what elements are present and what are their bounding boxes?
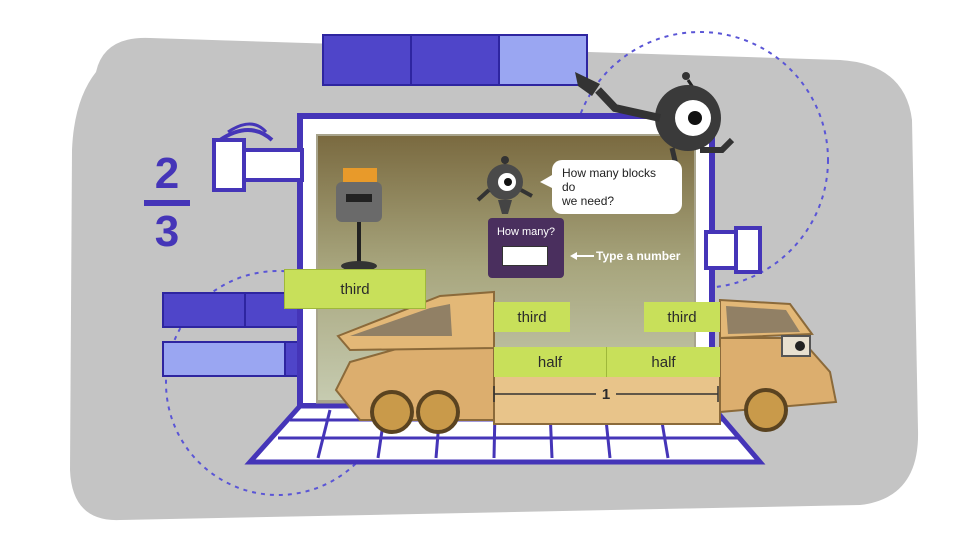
half-block-right[interactable]: half <box>607 347 720 377</box>
half-block-left[interactable]: half <box>494 347 607 377</box>
third-block-left[interactable]: third <box>494 302 570 332</box>
third-block-right[interactable]: third <box>644 302 720 332</box>
plug-icon <box>704 226 762 274</box>
robot-pointer-icon <box>575 72 735 166</box>
top-block-2 <box>410 34 500 86</box>
speech-bubble-line2: we need? <box>562 194 615 208</box>
type-number-hint: Type a number <box>596 249 681 263</box>
top-block-1 <box>322 34 412 86</box>
speaker-icon <box>212 122 304 192</box>
fraction-display: 2 3 <box>140 150 194 256</box>
top-block-3 <box>498 34 588 86</box>
fraction-denominator: 3 <box>154 207 180 256</box>
construction-robot-icon <box>336 168 382 271</box>
fraction-bar <box>144 200 190 206</box>
whole-length-label: 1 <box>596 384 616 404</box>
draggable-third-block[interactable]: third <box>284 269 426 309</box>
number-input[interactable] <box>502 246 548 266</box>
speech-bubble-line1: How many blocks do <box>562 166 657 194</box>
robot-assistant-icon <box>476 156 533 214</box>
left-block-1 <box>162 292 246 328</box>
answer-panel-title: How many? <box>496 226 556 238</box>
fraction-numerator: 2 <box>154 149 180 198</box>
answer-panel: How many? <box>488 218 564 278</box>
speech-bubble: How many blocks do we need? <box>552 160 682 214</box>
left-block-3 <box>162 341 286 377</box>
arrow-left-icon <box>570 252 594 260</box>
